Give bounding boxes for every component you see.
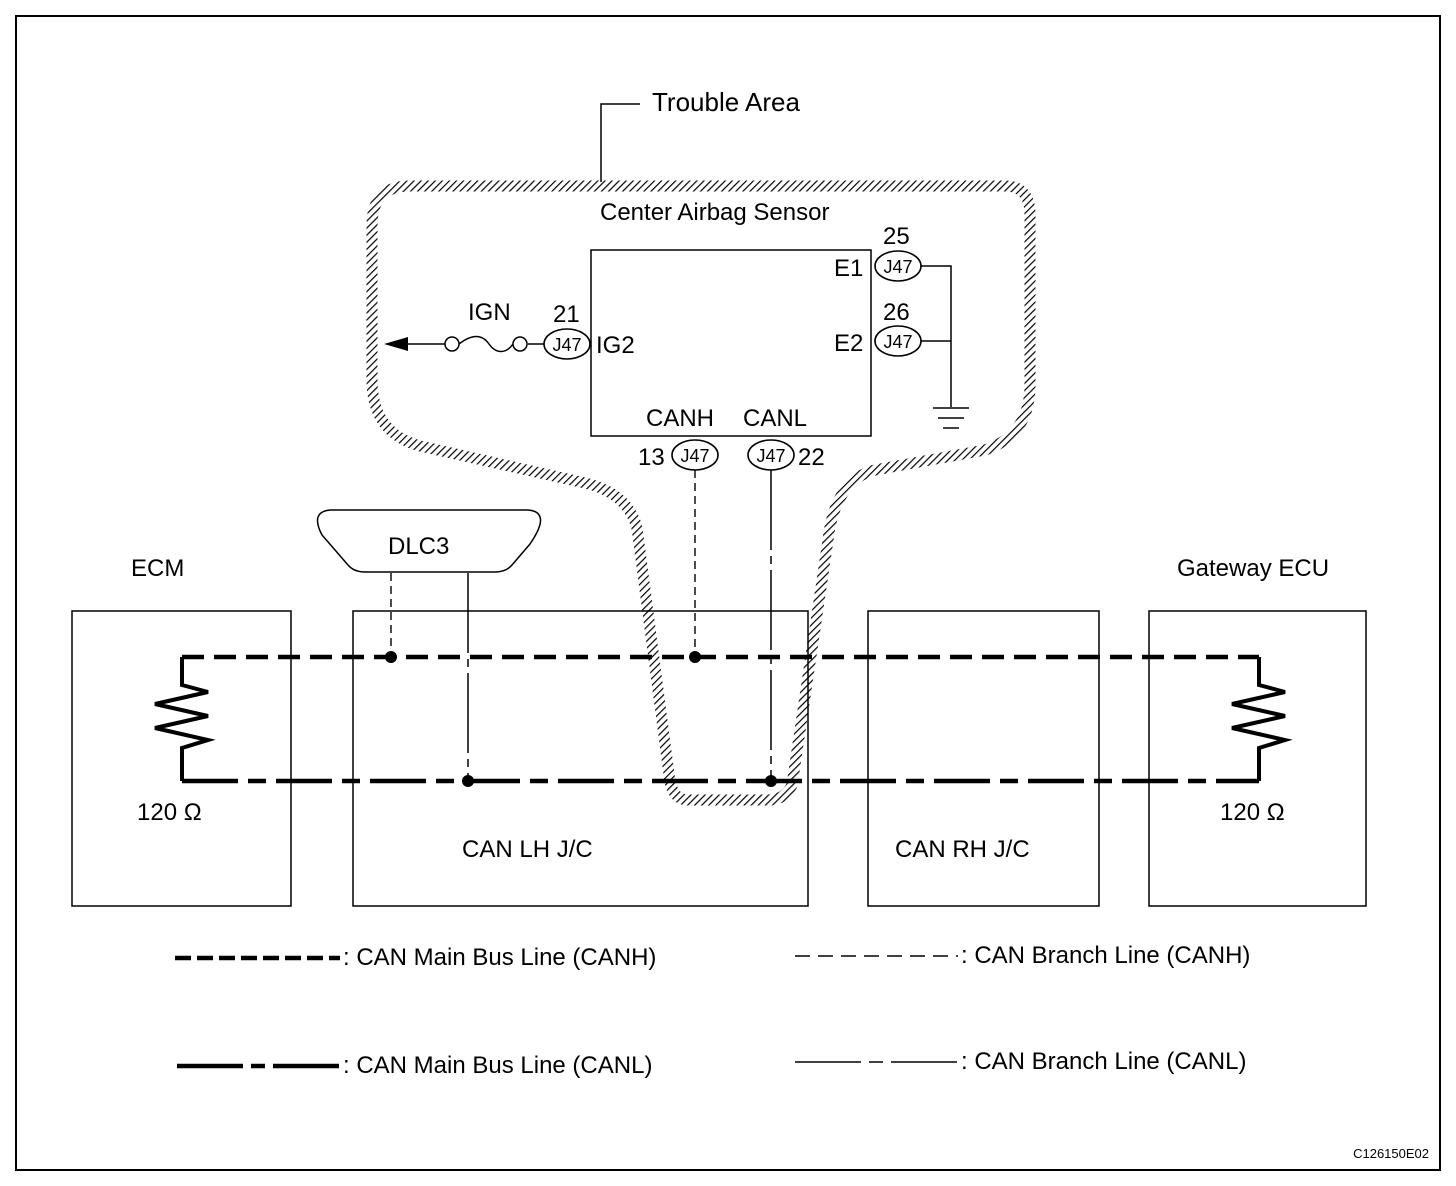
pin-number-21: 21	[553, 301, 580, 328]
sensor-pin-e1-label: E1	[834, 255, 863, 282]
splice-sensor-canh	[689, 651, 701, 663]
connector-j47-canl-label: J47	[756, 446, 785, 466]
legend-main-canh-label: : CAN Main Bus Line (CANH)	[343, 944, 656, 971]
legend-branch-canh-label: : CAN Branch Line (CANH)	[961, 942, 1250, 969]
figure-code: C126150E02	[1353, 1146, 1429, 1161]
outer-frame	[15, 15, 1441, 1171]
gateway-ecu-label: Gateway ECU	[1177, 555, 1329, 582]
gateway-resistor-value: 120 Ω	[1220, 799, 1285, 826]
can-rh-jc-label: CAN RH J/C	[895, 836, 1030, 863]
can-rh-jc-box	[867, 610, 1100, 907]
connector-j47-ig2-label: J47	[552, 335, 581, 355]
trouble-area-outline	[366, 180, 1036, 806]
fuse-icon	[458, 335, 514, 353]
ground-wire	[921, 265, 952, 407]
connector-j47-e1-label: J47	[883, 257, 912, 277]
splice-sensor-canl	[765, 775, 777, 787]
can-lh-jc-label: CAN LH J/C	[462, 836, 593, 863]
pin-number-26: 26	[883, 299, 910, 326]
fuse-terminal-left	[444, 336, 460, 352]
center-airbag-sensor-box	[590, 249, 872, 437]
gateway-ecu-box	[1148, 610, 1367, 907]
pin-number-22: 22	[798, 444, 825, 471]
sensor-title: Center Airbag Sensor	[600, 199, 829, 226]
trouble-area-leader	[600, 103, 640, 182]
ecm-resistor-icon	[154, 657, 216, 781]
dlc3-label: DLC3	[388, 533, 449, 560]
legend-main-canl-label: : CAN Main Bus Line (CANL)	[343, 1052, 652, 1079]
legend-branch-canl-label: : CAN Branch Line (CANL)	[961, 1048, 1246, 1075]
ecm-box	[71, 610, 292, 907]
splice-dlc3-canh	[385, 651, 397, 663]
pin-number-25: 25	[883, 223, 910, 250]
pin-number-13: 13	[638, 444, 665, 471]
ground-icon	[933, 407, 969, 429]
can-lh-jc-box	[352, 610, 809, 907]
ign-arrow-icon	[384, 337, 408, 351]
sensor-pin-canh-label: CANH	[646, 405, 714, 432]
sensor-pin-canl-label: CANL	[743, 405, 807, 432]
connector-j47-e2-label: J47	[883, 332, 912, 352]
ecm-resistor-value: 120 Ω	[137, 799, 202, 826]
sensor-pin-ig2-label: IG2	[596, 332, 635, 359]
trouble-area-label: Trouble Area	[652, 87, 800, 117]
connector-j47-canh-label: J47	[680, 446, 709, 466]
dlc3-connector	[316, 509, 542, 573]
ecm-label: ECM	[131, 555, 184, 582]
fuse-terminal-right	[512, 336, 528, 352]
gateway-resistor-icon	[1231, 657, 1293, 781]
splice-dlc3-canl	[462, 775, 474, 787]
ign-label: IGN	[468, 299, 511, 326]
sensor-pin-e2-label: E2	[834, 330, 863, 357]
